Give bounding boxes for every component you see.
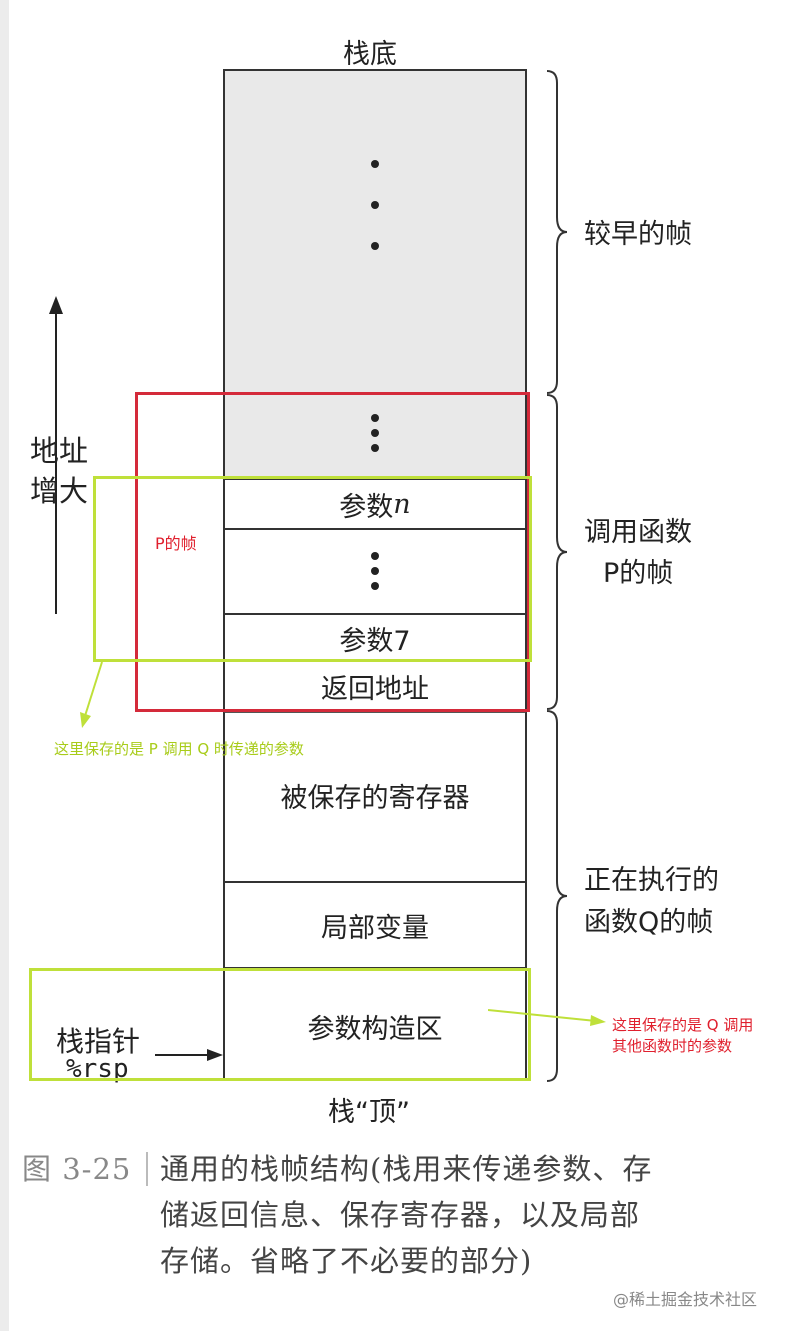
p-frame-annotation: P的帧 xyxy=(155,534,197,553)
return-address-label: 返回地址 xyxy=(321,673,429,705)
param-n-prefix: 参数 xyxy=(339,491,394,523)
page-left-edge xyxy=(0,0,9,1331)
param-7-label: 参数7 xyxy=(339,625,411,657)
ellipsis-dots-upper xyxy=(370,414,380,452)
red-annotation-note-line2: 其他函数时的参数 xyxy=(612,1037,733,1055)
local-variables-label: 局部变量 xyxy=(321,912,429,944)
exec-frame-label-line1: 正在执行的 xyxy=(584,865,719,896)
stack-param-7: 参数7 xyxy=(223,613,527,661)
caption-line2: 储返回信息、保存寄存器，以及局部 xyxy=(160,1198,641,1232)
brace-exec-frame-icon xyxy=(546,710,568,1082)
caller-frame-label-line1: 调用函数 xyxy=(584,517,692,548)
stack-earlier-region xyxy=(223,69,527,478)
stack-bottom-label: 栈底 xyxy=(343,39,397,70)
caller-frame-label-line2: P的帧 xyxy=(603,558,674,589)
exec-frame-label-line2: 函数Q的帧 xyxy=(584,907,714,938)
red-note-arrow-icon xyxy=(488,1009,606,1026)
address-increase-arrow-icon xyxy=(49,296,63,614)
stack-top-label: 栈“顶” xyxy=(328,1097,410,1128)
caption-line1: 通用的栈帧结构(栈用来传递参数、存 xyxy=(160,1152,653,1186)
green-annotation-note: 这里保存的是 P 调用 Q 时传递的参数 xyxy=(54,740,304,758)
address-label-line1: 地址 xyxy=(30,434,89,468)
red-annotation-note-line1: 这里保存的是 Q 调用 xyxy=(612,1016,754,1034)
param-n-suffix: n xyxy=(393,488,411,520)
stack-return-address: 返回地址 xyxy=(223,661,527,711)
saved-registers-label: 被保存的寄存器 xyxy=(280,782,470,814)
green-note-arrow-icon xyxy=(80,661,103,728)
caption-divider xyxy=(146,1152,148,1186)
watermark: @稀土掘金技术社区 xyxy=(613,1290,758,1309)
brace-earlier-frame-icon xyxy=(546,70,568,394)
stack-pointer-arrow-icon xyxy=(155,1049,223,1061)
arg-build-area-label: 参数构造区 xyxy=(307,1014,443,1045)
earlier-frame-label: 较早的帧 xyxy=(584,219,692,250)
stack-pointer-label: 栈指针 xyxy=(56,1025,141,1058)
figure-number: 图 3-25 xyxy=(22,1152,132,1186)
brace-caller-frame-icon xyxy=(546,394,568,710)
stack-params-gap xyxy=(223,528,527,613)
arg-build-highlight-box xyxy=(29,968,531,1081)
stack-saved-registers: 被保存的寄存器 xyxy=(223,711,527,881)
params-to-q-highlight-box xyxy=(93,476,532,662)
p-frame-highlight-box xyxy=(135,392,530,712)
caption-line3: 存储。省略了不必要的部分) xyxy=(160,1244,533,1278)
ellipsis-dots-earlier xyxy=(370,160,380,250)
ellipsis-dots-params xyxy=(370,552,380,590)
stack-local-variables: 局部变量 xyxy=(223,881,527,967)
address-label-line2: 增大 xyxy=(30,474,89,508)
